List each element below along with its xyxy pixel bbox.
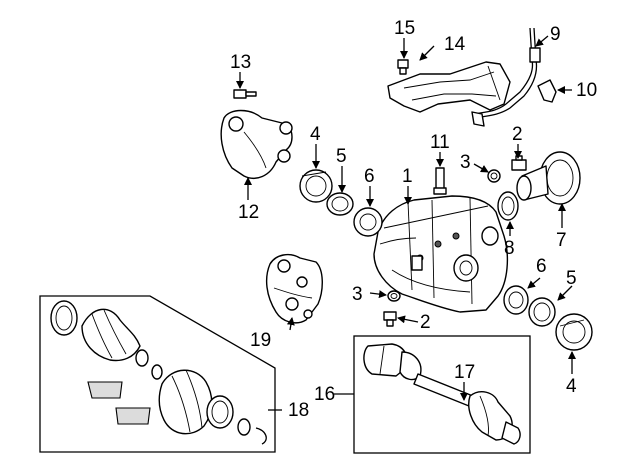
callout-6-right: 6 bbox=[536, 256, 547, 277]
callout-15: 15 bbox=[394, 18, 415, 39]
leader-lines bbox=[236, 35, 576, 411]
seal-5-right bbox=[528, 297, 556, 327]
seal-6-right bbox=[503, 285, 529, 315]
callout-4-right: 4 bbox=[566, 376, 577, 397]
callout-10: 10 bbox=[576, 80, 597, 101]
washer-3a bbox=[487, 169, 501, 183]
bolt-15 bbox=[397, 59, 409, 75]
callout-19: 19 bbox=[250, 330, 271, 351]
callout-12: 12 bbox=[238, 202, 259, 223]
callout-4-left: 4 bbox=[310, 124, 321, 145]
axle-shaft-box bbox=[353, 335, 531, 454]
callout-18: 18 bbox=[288, 400, 309, 421]
differential-housing-1 bbox=[373, 195, 509, 313]
seal-5-left bbox=[326, 192, 354, 216]
callout-6-left: 6 bbox=[364, 166, 375, 187]
seal-4-left bbox=[299, 169, 333, 203]
pinion-flange-7 bbox=[516, 151, 581, 205]
bolt-13 bbox=[233, 89, 257, 99]
mount-bracket-19 bbox=[265, 253, 323, 324]
callout-3-upper: 3 bbox=[460, 152, 471, 173]
bolt-11 bbox=[433, 167, 447, 195]
seal-4-right bbox=[555, 313, 593, 351]
callout-8: 8 bbox=[504, 238, 515, 259]
drain-plug-2b bbox=[383, 311, 397, 327]
seal-6-left bbox=[353, 207, 383, 237]
breather-tube-9 bbox=[471, 27, 541, 127]
callout-9: 9 bbox=[550, 24, 561, 45]
callout-3-lower: 3 bbox=[352, 284, 363, 305]
callout-7: 7 bbox=[556, 230, 567, 251]
heat-shield-14 bbox=[387, 61, 511, 113]
cv-joint-kit-box bbox=[39, 295, 276, 453]
bracket-12 bbox=[220, 109, 293, 180]
drain-plug-2a bbox=[511, 155, 527, 171]
callout-5-left: 5 bbox=[336, 146, 347, 167]
callout-2-lower: 2 bbox=[420, 312, 431, 333]
callout-11: 11 bbox=[430, 132, 450, 153]
callout-17: 17 bbox=[454, 362, 475, 383]
callout-13: 13 bbox=[230, 52, 251, 73]
callout-5-right: 5 bbox=[566, 268, 577, 289]
callout-2-upper: 2 bbox=[512, 124, 523, 145]
seal-8 bbox=[497, 191, 519, 221]
clip-10 bbox=[537, 79, 557, 103]
callout-14: 14 bbox=[444, 34, 466, 55]
washer-3b bbox=[387, 290, 401, 302]
callout-16: 16 bbox=[314, 384, 335, 405]
callout-1: 1 bbox=[402, 166, 413, 187]
